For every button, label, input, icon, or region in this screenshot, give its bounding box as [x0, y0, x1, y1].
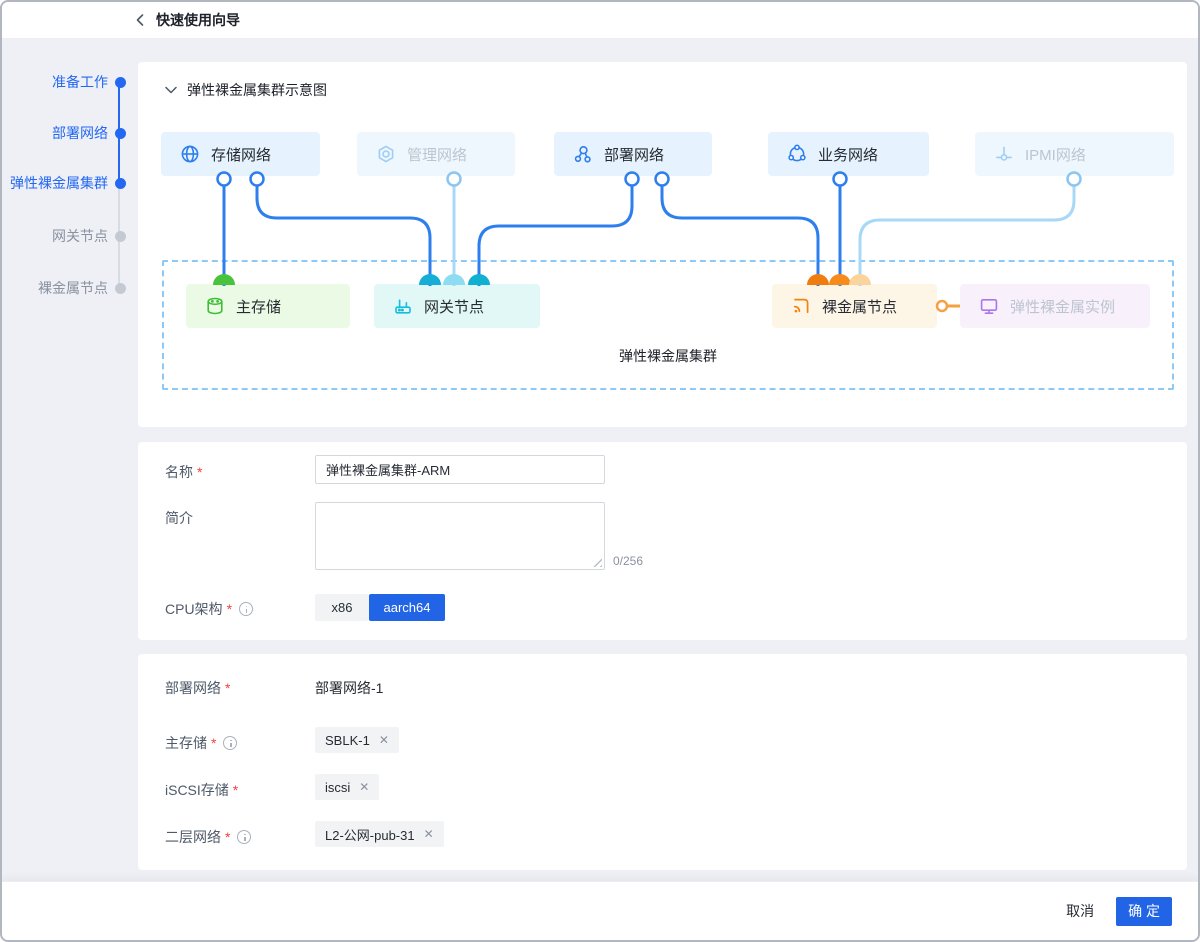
- diagram-section-title: 弹性裸金属集群示意图: [187, 82, 327, 98]
- node-gateway: 网关节点: [374, 284, 540, 328]
- cluster-nodes-icon: [573, 144, 593, 164]
- step-baremetal-node[interactable]: 裸金属节点: [38, 278, 126, 298]
- basic-form-card: 名称* 简介 0/256 CPU架构* x86 aarch64: [138, 442, 1187, 640]
- description-field-wrap: [315, 502, 605, 570]
- required-mark: *: [232, 782, 239, 798]
- resize-grip[interactable]: [592, 557, 602, 567]
- required-mark: *: [225, 680, 231, 696]
- step-dot: [115, 282, 126, 294]
- cpu-arch-label: CPU架构*: [165, 599, 254, 619]
- cancel-button[interactable]: 取消: [1066, 903, 1095, 919]
- step-dot: [115, 230, 126, 242]
- required-mark: *: [225, 829, 231, 845]
- node-management-network: 管理网络: [357, 132, 515, 176]
- back-icon[interactable]: [134, 13, 146, 27]
- name-input[interactable]: [315, 455, 605, 484]
- cpu-arch-toggle: x86 aarch64: [315, 594, 445, 621]
- step-prepare[interactable]: 准备工作: [52, 72, 126, 92]
- node-storage-network: 存储网络: [161, 132, 320, 176]
- required-mark: *: [211, 735, 217, 751]
- globe-icon: [180, 144, 200, 164]
- iscsi-storage-tag: iscsi ✕: [315, 774, 380, 800]
- node-elastic-instance: 弹性裸金属实例: [960, 284, 1150, 328]
- router-icon: [393, 296, 413, 316]
- step-deploy-network[interactable]: 部署网络: [52, 123, 126, 143]
- node-ipmi-network: IPMI网络: [975, 132, 1174, 176]
- info-icon[interactable]: [223, 736, 238, 750]
- step-elastic-cluster[interactable]: 弹性裸金属集群: [10, 173, 126, 193]
- footer-bar: 取消 确 定: [2, 881, 1198, 940]
- char-counter: 0/256: [613, 554, 644, 568]
- l2-network-tag: L2-公网-pub-31 ✕: [315, 821, 444, 847]
- deploy-network-label: 部署网络*: [165, 680, 231, 696]
- primary-storage-label: 主存储*: [165, 733, 238, 753]
- iscsi-storage-label: iSCSI存储*: [165, 782, 239, 798]
- wizard-steps: 准备工作 部署网络 弹性裸金属集群 网关节点 裸金属节点: [2, 39, 134, 339]
- database-icon: [205, 296, 225, 316]
- cluster-label: 弹性裸金属集群: [619, 348, 717, 364]
- tag-close-icon[interactable]: ✕: [423, 827, 434, 841]
- hex-gear-icon: [376, 144, 396, 164]
- deploy-network-value: 部署网络-1: [315, 680, 384, 696]
- cpu-option-aarch64[interactable]: aarch64: [369, 594, 445, 621]
- chevron-down-icon[interactable]: [165, 86, 177, 94]
- node-primary-storage: 主存储: [186, 284, 350, 328]
- diagram-section-toggle[interactable]: 弹性裸金属集群示意图: [165, 80, 327, 100]
- diagram-card: 弹性裸金属集群示意图 弹性裸金属集群 存储网络 管理网络 部署网络: [138, 62, 1187, 427]
- required-mark: *: [226, 601, 233, 617]
- required-mark: *: [197, 464, 203, 480]
- confirm-button[interactable]: 确 定: [1116, 896, 1172, 926]
- tag-close-icon[interactable]: ✕: [378, 733, 389, 747]
- name-label: 名称*: [165, 464, 203, 480]
- node-baremetal: 裸金属节点: [772, 284, 937, 328]
- ring-network-icon: [787, 144, 807, 164]
- step-dot: [115, 127, 126, 139]
- description-textarea[interactable]: [315, 502, 605, 570]
- node-deploy-network: 部署网络: [554, 132, 712, 176]
- page-title: 快速使用向导: [156, 12, 240, 28]
- info-icon[interactable]: [237, 830, 252, 844]
- step-gateway-node[interactable]: 网关节点: [52, 226, 126, 246]
- rss-icon: [791, 296, 811, 316]
- primary-storage-tag: SBLK-1 ✕: [315, 727, 399, 753]
- cpu-option-x86[interactable]: x86: [315, 594, 369, 621]
- l2-network-label: 二层网络*: [165, 827, 252, 847]
- tag-close-icon[interactable]: ✕: [359, 780, 370, 794]
- monitor-icon: [979, 296, 999, 316]
- probe-icon: [994, 144, 1014, 164]
- info-icon[interactable]: [239, 602, 254, 616]
- description-label: 简介: [165, 510, 193, 526]
- step-dot: [115, 177, 126, 189]
- step-dot: [115, 76, 126, 88]
- network-form-card: 部署网络* 部署网络-1 主存储* SBLK-1 ✕ iSCSI存储* iscs…: [138, 654, 1187, 870]
- node-business-network: 业务网络: [768, 132, 929, 176]
- top-bar: 快速使用向导: [2, 2, 1198, 39]
